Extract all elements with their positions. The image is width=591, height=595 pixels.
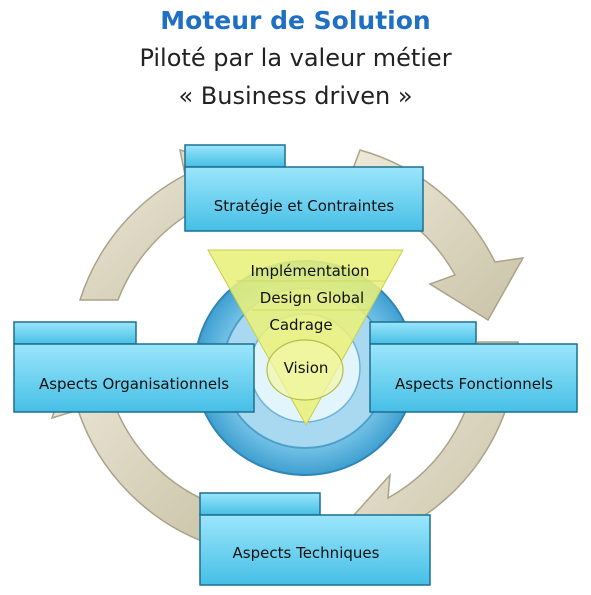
cone-level-cadrage: Cadrage [269,316,332,334]
box-organisational-label: Aspects Organisationnels [39,375,229,393]
box-strategy-tab [184,144,286,168]
box-technical-tab [199,492,321,516]
box-strategy-body [184,166,424,232]
box-strategy: Stratégie et Contraintes [184,144,424,232]
cone-shape [207,249,404,427]
diagram-subtitle: Piloté par la valeur métier [139,44,452,72]
box-functional-body [369,343,578,413]
box-strategy-label: Stratégie et Contraintes [214,197,395,215]
box-organisational: Aspects Organisationnels [13,321,255,413]
box-functional-tab [369,321,477,345]
box-technical: Aspects Techniques [199,492,431,586]
box-technical-label: Aspects Techniques [233,544,380,562]
cone-level-implementation: Implémentation [250,262,369,280]
diagram-title: Moteur de Solution [160,6,431,35]
box-organisational-body [13,343,255,413]
box-organisational-tab [13,321,137,345]
box-functional-label: Aspects Fonctionnels [395,375,553,393]
cone-vision-ellipse [266,339,344,401]
cone-level-design-global: Design Global [260,289,364,307]
box-functional: Aspects Fonctionnels [369,321,578,413]
priority-cone: Implémentation Design Global Cadrage Vis… [207,249,404,427]
diagram-subtitle-english: « Business driven » [178,82,413,110]
box-technical-body [199,514,431,586]
cone-level-vision: Vision [284,359,329,377]
